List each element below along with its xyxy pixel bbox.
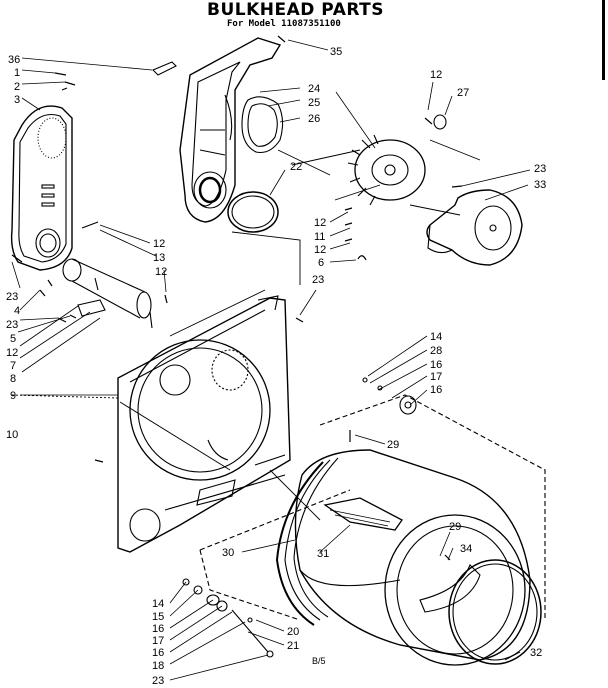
callout-23-left-b: 23 — [6, 319, 18, 331]
callout-4: 4 — [14, 305, 20, 317]
callout-labels: 36 1 2 3 35 24 25 26 22 12 27 23 33 12 1… — [6, 46, 546, 687]
blower-clip-27 — [433, 114, 447, 130]
callout-17-right: 17 — [430, 371, 442, 383]
callout-35: 35 — [330, 46, 342, 58]
callout-16-bottom-b: 16 — [152, 647, 164, 659]
callout-28: 28 — [430, 345, 442, 357]
blower-housing — [426, 189, 523, 266]
callout-16-right-a: 16 — [430, 359, 442, 371]
callout-leader-lines — [11, 39, 531, 681]
callout-12-top: 12 — [430, 69, 442, 81]
callout-31: 31 — [317, 548, 329, 560]
drum-roller-hardware — [182, 578, 274, 658]
callout-26: 26 — [308, 113, 320, 125]
callout-12-socket: 12 — [155, 266, 167, 278]
callout-7: 7 — [10, 360, 16, 372]
callout-12-mid-a: 12 — [314, 217, 326, 229]
callout-6: 6 — [318, 257, 324, 269]
callout-33: 33 — [534, 179, 546, 191]
callout-23-mid: 23 — [312, 274, 324, 286]
duct-ring-gasket — [227, 191, 279, 233]
drum-seal-ring — [448, 559, 542, 665]
callout-2: 2 — [14, 81, 20, 93]
callout-36: 36 — [8, 54, 20, 66]
callout-23-left-a: 23 — [6, 291, 18, 303]
callout-9: 9 — [10, 390, 16, 402]
dryer-drum — [275, 449, 531, 666]
callout-30: 30 — [222, 547, 234, 559]
callout-24: 24 — [308, 83, 320, 95]
assembly-guide-lines — [11, 139, 481, 521]
drum-support-roller-right — [362, 377, 417, 415]
page-edge-mark — [602, 0, 605, 80]
duct-seal — [241, 96, 284, 154]
callout-18: 18 — [152, 660, 164, 672]
callout-21: 21 — [287, 640, 299, 652]
rear-bulkhead-panel — [117, 295, 291, 553]
callout-14-bottom: 14 — [152, 598, 164, 610]
diagram-subtitle: For Model 11087351100 — [227, 19, 341, 29]
drum-lamp-assembly — [62, 258, 153, 329]
callout-1: 1 — [14, 67, 20, 79]
callout-20: 20 — [287, 626, 299, 638]
callout-29-drum: 29 — [449, 521, 461, 533]
top-bracket-36 — [152, 61, 177, 76]
callout-34: 34 — [460, 543, 472, 555]
callout-15: 15 — [152, 611, 164, 623]
callout-25: 25 — [308, 97, 320, 109]
diagram-title: BULKHEAD PARTS — [207, 0, 385, 20]
callout-10: 10 — [6, 429, 18, 441]
callout-11: 11 — [314, 231, 325, 243]
callout-23-right: 23 — [534, 163, 546, 175]
drum-assembly-bracket-dashed — [199, 394, 546, 621]
front-bulkhead-cover — [10, 105, 73, 271]
blower-wheel — [347, 134, 426, 206]
callout-12-left: 12 — [6, 347, 18, 359]
footer-code: B/5 — [312, 656, 326, 666]
callout-29-top: 29 — [387, 439, 399, 451]
callout-23-bottom: 23 — [152, 675, 164, 687]
callout-13: 13 — [153, 252, 165, 264]
callout-27: 27 — [457, 87, 469, 99]
callout-3: 3 — [14, 94, 20, 106]
callout-5: 5 — [10, 333, 16, 345]
callout-32: 32 — [530, 647, 542, 659]
callout-12-mid-b: 12 — [314, 244, 326, 256]
callout-8: 8 — [10, 373, 16, 385]
blower-duct-housing — [179, 37, 282, 223]
callout-16-bottom-a: 16 — [152, 623, 164, 635]
callout-17-bottom: 17 — [152, 635, 164, 647]
callout-12-lamp: 12 — [153, 238, 165, 250]
hardware-screws — [11, 35, 463, 561]
callout-22: 22 — [290, 161, 302, 173]
callout-16-right-b: 16 — [430, 384, 442, 396]
callout-14-right: 14 — [430, 331, 442, 343]
